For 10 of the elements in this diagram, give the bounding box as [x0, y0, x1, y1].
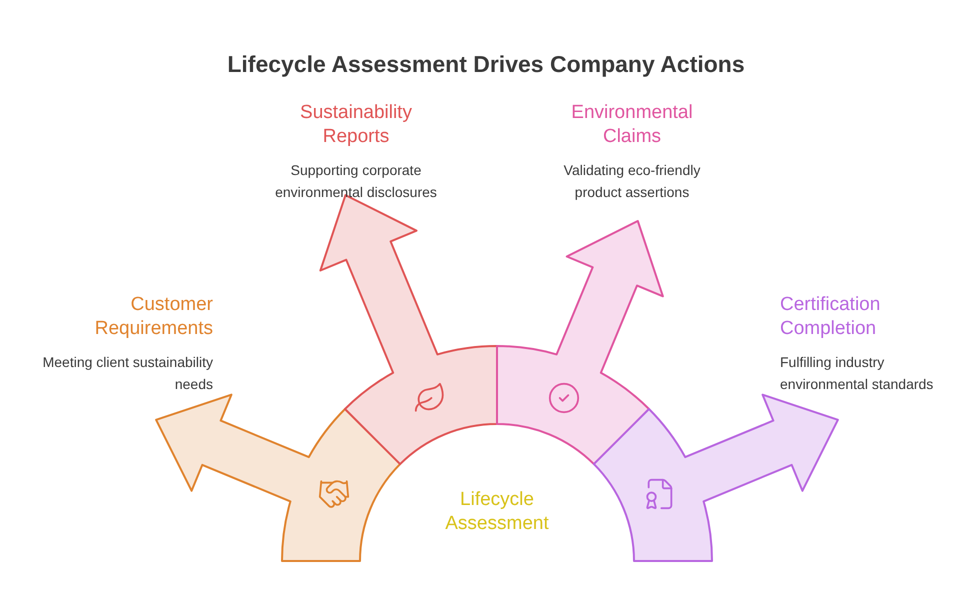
section-description: Meeting client sustainability needs — [42, 353, 213, 394]
diagram-title: Lifecycle Assessment Drives Company Actions — [227, 50, 745, 79]
section-description: Validating eco-friendly product assertions — [562, 161, 702, 202]
section-heading: Environmental Claims — [570, 101, 694, 149]
section-description: Fulfilling industry environmental standards — [780, 353, 934, 394]
center-label: Lifecycle Assessment — [417, 488, 577, 536]
section-description: Supporting corporate environmental disclosures — [274, 161, 438, 202]
section-heading: Customer Requirements — [94, 293, 213, 341]
section-heading: Sustainability Reports — [299, 101, 413, 149]
section-heading: Certification Completion — [780, 293, 882, 341]
